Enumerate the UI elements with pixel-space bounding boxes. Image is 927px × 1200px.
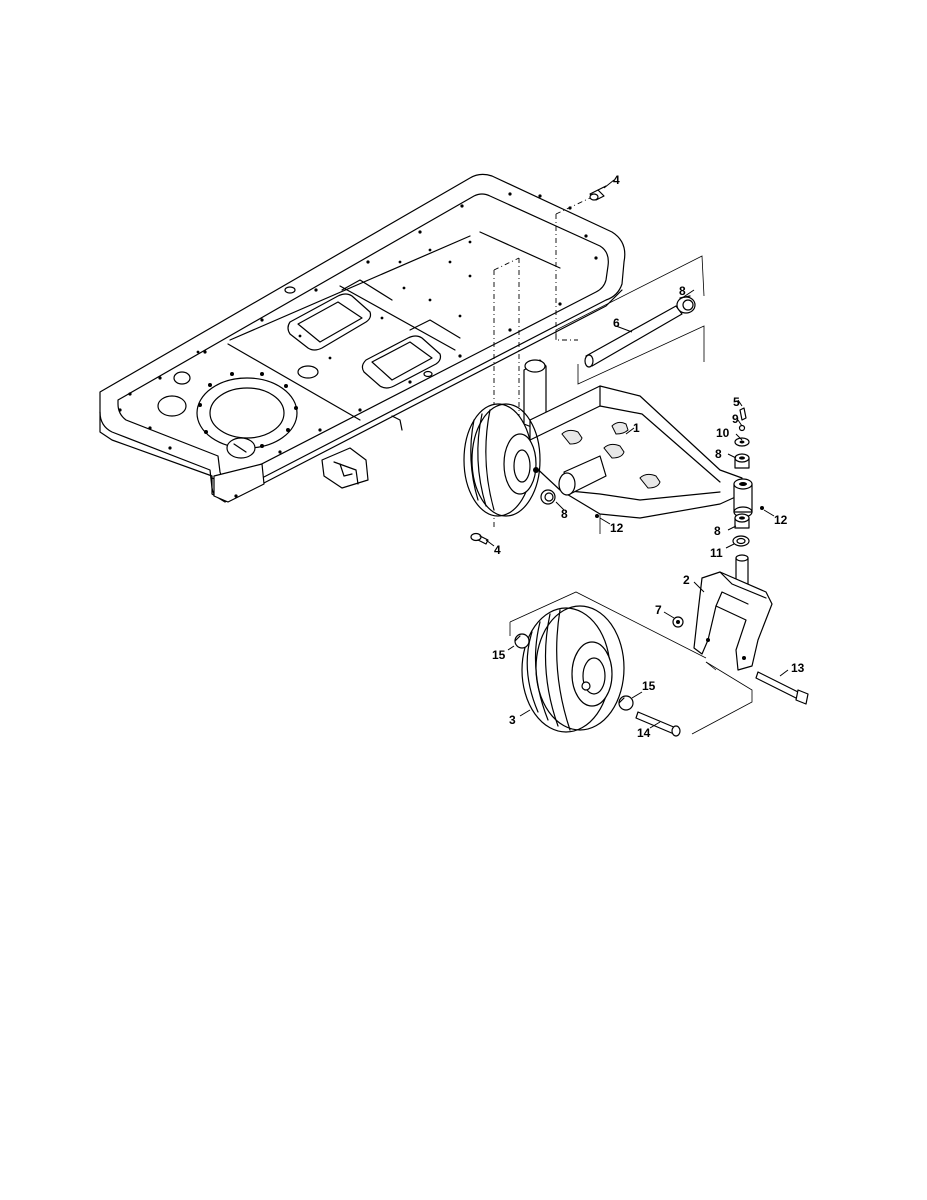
- bolt-4-top: [589, 185, 607, 201]
- callout-1: 1: [633, 421, 640, 435]
- spacer-15-right: [618, 695, 634, 711]
- fitting-12-left: [595, 514, 599, 518]
- callout-4-top: 4: [613, 173, 620, 187]
- callout-2: 2: [683, 573, 690, 587]
- callout-12-left: 12: [610, 521, 624, 535]
- callout-15-left: 15: [492, 648, 506, 662]
- callout-7: 7: [655, 603, 662, 617]
- bolt-13: [755, 671, 809, 705]
- nut-7: [672, 616, 684, 628]
- callout-5: 5: [733, 395, 740, 409]
- fitting-12-right: [760, 506, 764, 510]
- lower-wheel: [521, 605, 625, 733]
- pivot-hardware-stack: [732, 407, 750, 547]
- callout-10: 10: [716, 426, 730, 440]
- callout-13: 13: [791, 661, 805, 675]
- callout-11: 11: [710, 546, 723, 560]
- callout-8-lower: 8: [714, 524, 721, 538]
- mower-frame: [99, 173, 626, 503]
- callout-9: 9: [732, 412, 739, 426]
- callout-8-stack: 8: [715, 447, 722, 461]
- upper-wheel: [463, 403, 541, 517]
- callout-15-right: 15: [642, 679, 656, 693]
- spacer-15-left: [514, 633, 530, 649]
- bushing-8-left: [540, 489, 556, 505]
- callout-14: 14: [637, 726, 651, 740]
- callout-8-top: 8: [679, 284, 686, 298]
- callout-3: 3: [509, 713, 516, 727]
- bushing-8-top: [676, 295, 696, 314]
- callout-6: 6: [613, 316, 620, 330]
- axle-arm: [523, 359, 753, 519]
- callout-12-right: 12: [774, 513, 788, 527]
- axle-bolt-14: [635, 711, 681, 737]
- leader-lines: [485, 179, 789, 729]
- callout-4-bottom: 4: [494, 543, 501, 557]
- bolt-4-bottom: [470, 532, 489, 545]
- callout-8-left: 8: [561, 507, 568, 521]
- shaft-6: [584, 305, 683, 368]
- callout-numbers: 4 8 6 1 5 9 10 8 8 12 12 8 11 4 2 7 15 1…: [492, 173, 805, 740]
- caster-fork: [693, 554, 773, 671]
